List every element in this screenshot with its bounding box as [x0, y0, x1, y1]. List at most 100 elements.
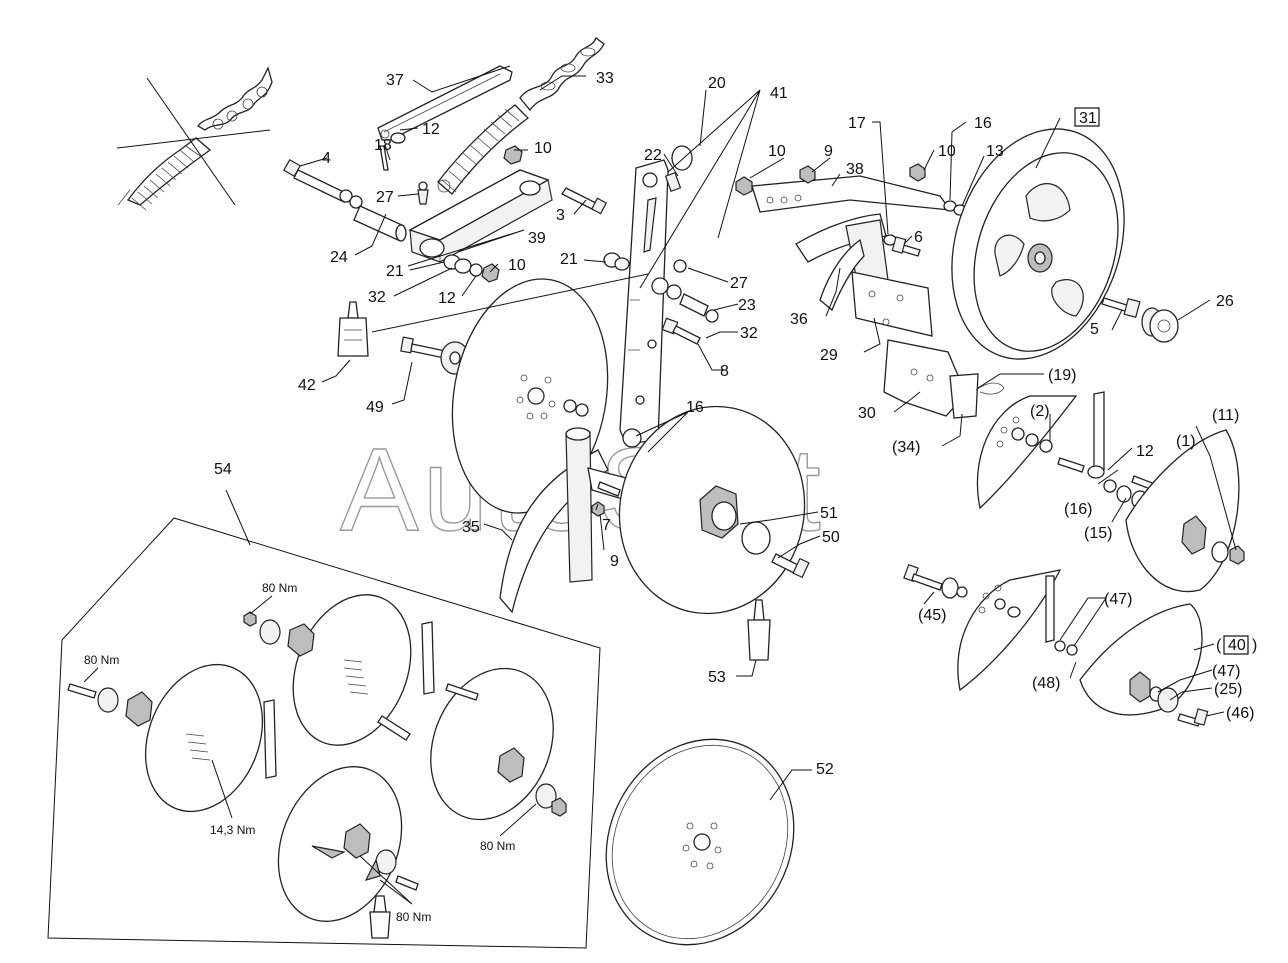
- tension-spring-33: [437, 36, 605, 195]
- callout-20: 20: [708, 75, 726, 92]
- press-wheel-31: [951, 128, 1125, 360]
- callout-37: 37: [386, 72, 404, 89]
- callout-30: 30: [858, 405, 876, 422]
- callout-15: (15): [1084, 525, 1112, 542]
- leader-lines: [83, 65, 1237, 905]
- crossed-out-spring: [116, 66, 273, 211]
- callout-labels: 37 33 12 18 4 10 27 3 24 39 21 32 12 10 …: [214, 70, 1257, 778]
- bolt-8: [661, 317, 701, 345]
- callout-40-open: (: [1216, 637, 1222, 654]
- callout-29: 29: [820, 347, 838, 364]
- callout-27: 27: [376, 189, 394, 206]
- seed-shoe-35: [499, 427, 627, 614]
- callout-34: (34): [892, 439, 920, 456]
- clip-34: [949, 373, 979, 419]
- bushing-21b: [603, 252, 630, 271]
- callout-11: (11): [1212, 407, 1239, 424]
- callout-42: 42: [298, 377, 316, 394]
- callout-3: 3: [556, 207, 565, 224]
- right-disc-assembly-lower: [903, 563, 1209, 727]
- callout-1: (1): [1176, 433, 1196, 450]
- callout-17: 17: [848, 115, 866, 132]
- callout-10: 10: [534, 140, 552, 157]
- bolt-5: [1101, 297, 1141, 319]
- callout-12: 12: [422, 121, 440, 138]
- callout-32-right: 32: [740, 325, 758, 342]
- callout-19: (19): [1048, 367, 1076, 384]
- callout-10-top: 10: [938, 143, 956, 160]
- callout-23: 23: [738, 297, 756, 314]
- right-disc-assembly-upper: [976, 391, 1245, 593]
- nut-10-upper: [503, 145, 523, 165]
- callout-47-upper: (47): [1104, 591, 1132, 608]
- clip-20-22: [664, 145, 693, 192]
- callout-13: 13: [986, 143, 1004, 160]
- pin-18: [379, 132, 406, 171]
- callout-40-box: [1223, 635, 1249, 655]
- callout-16-right: (16): [1064, 501, 1092, 518]
- bolt-3: [561, 187, 608, 215]
- torque-label-5: 80 Nm: [396, 910, 431, 924]
- callout-7: 7: [602, 517, 611, 534]
- grease-cartridge-53: [747, 599, 771, 661]
- callout-40-close: ): [1252, 637, 1257, 654]
- callout-50: 50: [822, 529, 840, 546]
- callout-33: 33: [596, 70, 614, 87]
- callout-36: 36: [790, 311, 808, 328]
- bolt-4: [282, 158, 363, 209]
- callout-5: 5: [1090, 321, 1099, 338]
- hub-cap-26: [1141, 307, 1179, 343]
- callout-12-lower: 12: [438, 290, 456, 307]
- callout-22: 22: [644, 147, 662, 164]
- callout-16-top: 16: [974, 115, 992, 132]
- scraper-plate-30: [883, 339, 967, 417]
- callout-52: 52: [816, 761, 834, 778]
- scraper-plate-29: [851, 271, 933, 337]
- callout-6: 6: [914, 229, 923, 246]
- callout-9: 9: [610, 553, 619, 570]
- callout-21-right: 21: [560, 251, 578, 268]
- callout-27-right: 27: [730, 275, 748, 292]
- callout-10-lower: 10: [508, 257, 526, 274]
- callout-26: 26: [1216, 293, 1234, 310]
- r-clip-19: [975, 382, 1005, 395]
- torque-label-3: 14,3 Nm: [210, 823, 255, 837]
- callout-51: 51: [820, 505, 838, 522]
- torque-label-1: 80 Nm: [262, 581, 297, 595]
- torque-label-2: 80 Nm: [84, 653, 119, 667]
- callout-35: 35: [462, 519, 480, 536]
- callout-48: (48): [1032, 675, 1060, 692]
- torque-label-4: 80 Nm: [480, 839, 515, 853]
- callout-18: 18: [374, 137, 392, 154]
- callout-53: 53: [708, 669, 726, 686]
- disc-52: [605, 738, 795, 946]
- callout-8: 8: [720, 363, 729, 380]
- link-arm-37: [377, 65, 513, 141]
- cross-line-2: [116, 129, 271, 149]
- bolt-23: [666, 284, 719, 323]
- cross-line-1: [146, 77, 236, 206]
- callout-47-lower: (47): [1212, 663, 1240, 680]
- callout-38: 38: [846, 161, 864, 178]
- grease-nipple-27b: [673, 259, 687, 273]
- callout-21: 21: [386, 263, 404, 280]
- callout-9-bracket: 9: [824, 143, 833, 160]
- front-disc-with-hub: [618, 405, 810, 615]
- callout-40: 40: [1228, 637, 1246, 654]
- callout-16: 16: [686, 399, 704, 416]
- callout-24: 24: [330, 249, 348, 266]
- grease-nipple-27a: [417, 181, 429, 205]
- hardware-stack-lower-left: [443, 254, 500, 283]
- upright-frame-41: [619, 159, 669, 465]
- callout-32: 32: [368, 289, 386, 306]
- callout-54: 54: [214, 461, 232, 478]
- callout-12-right: 12: [1136, 443, 1154, 460]
- callout-25: (25): [1214, 681, 1242, 698]
- pin-24: [353, 205, 407, 242]
- adhesive-bottle-42: [337, 301, 369, 357]
- bracket-38: [735, 163, 967, 216]
- main-arm-39: [408, 169, 553, 263]
- detail-box-54: [47, 517, 601, 949]
- callout-39: 39: [528, 230, 546, 247]
